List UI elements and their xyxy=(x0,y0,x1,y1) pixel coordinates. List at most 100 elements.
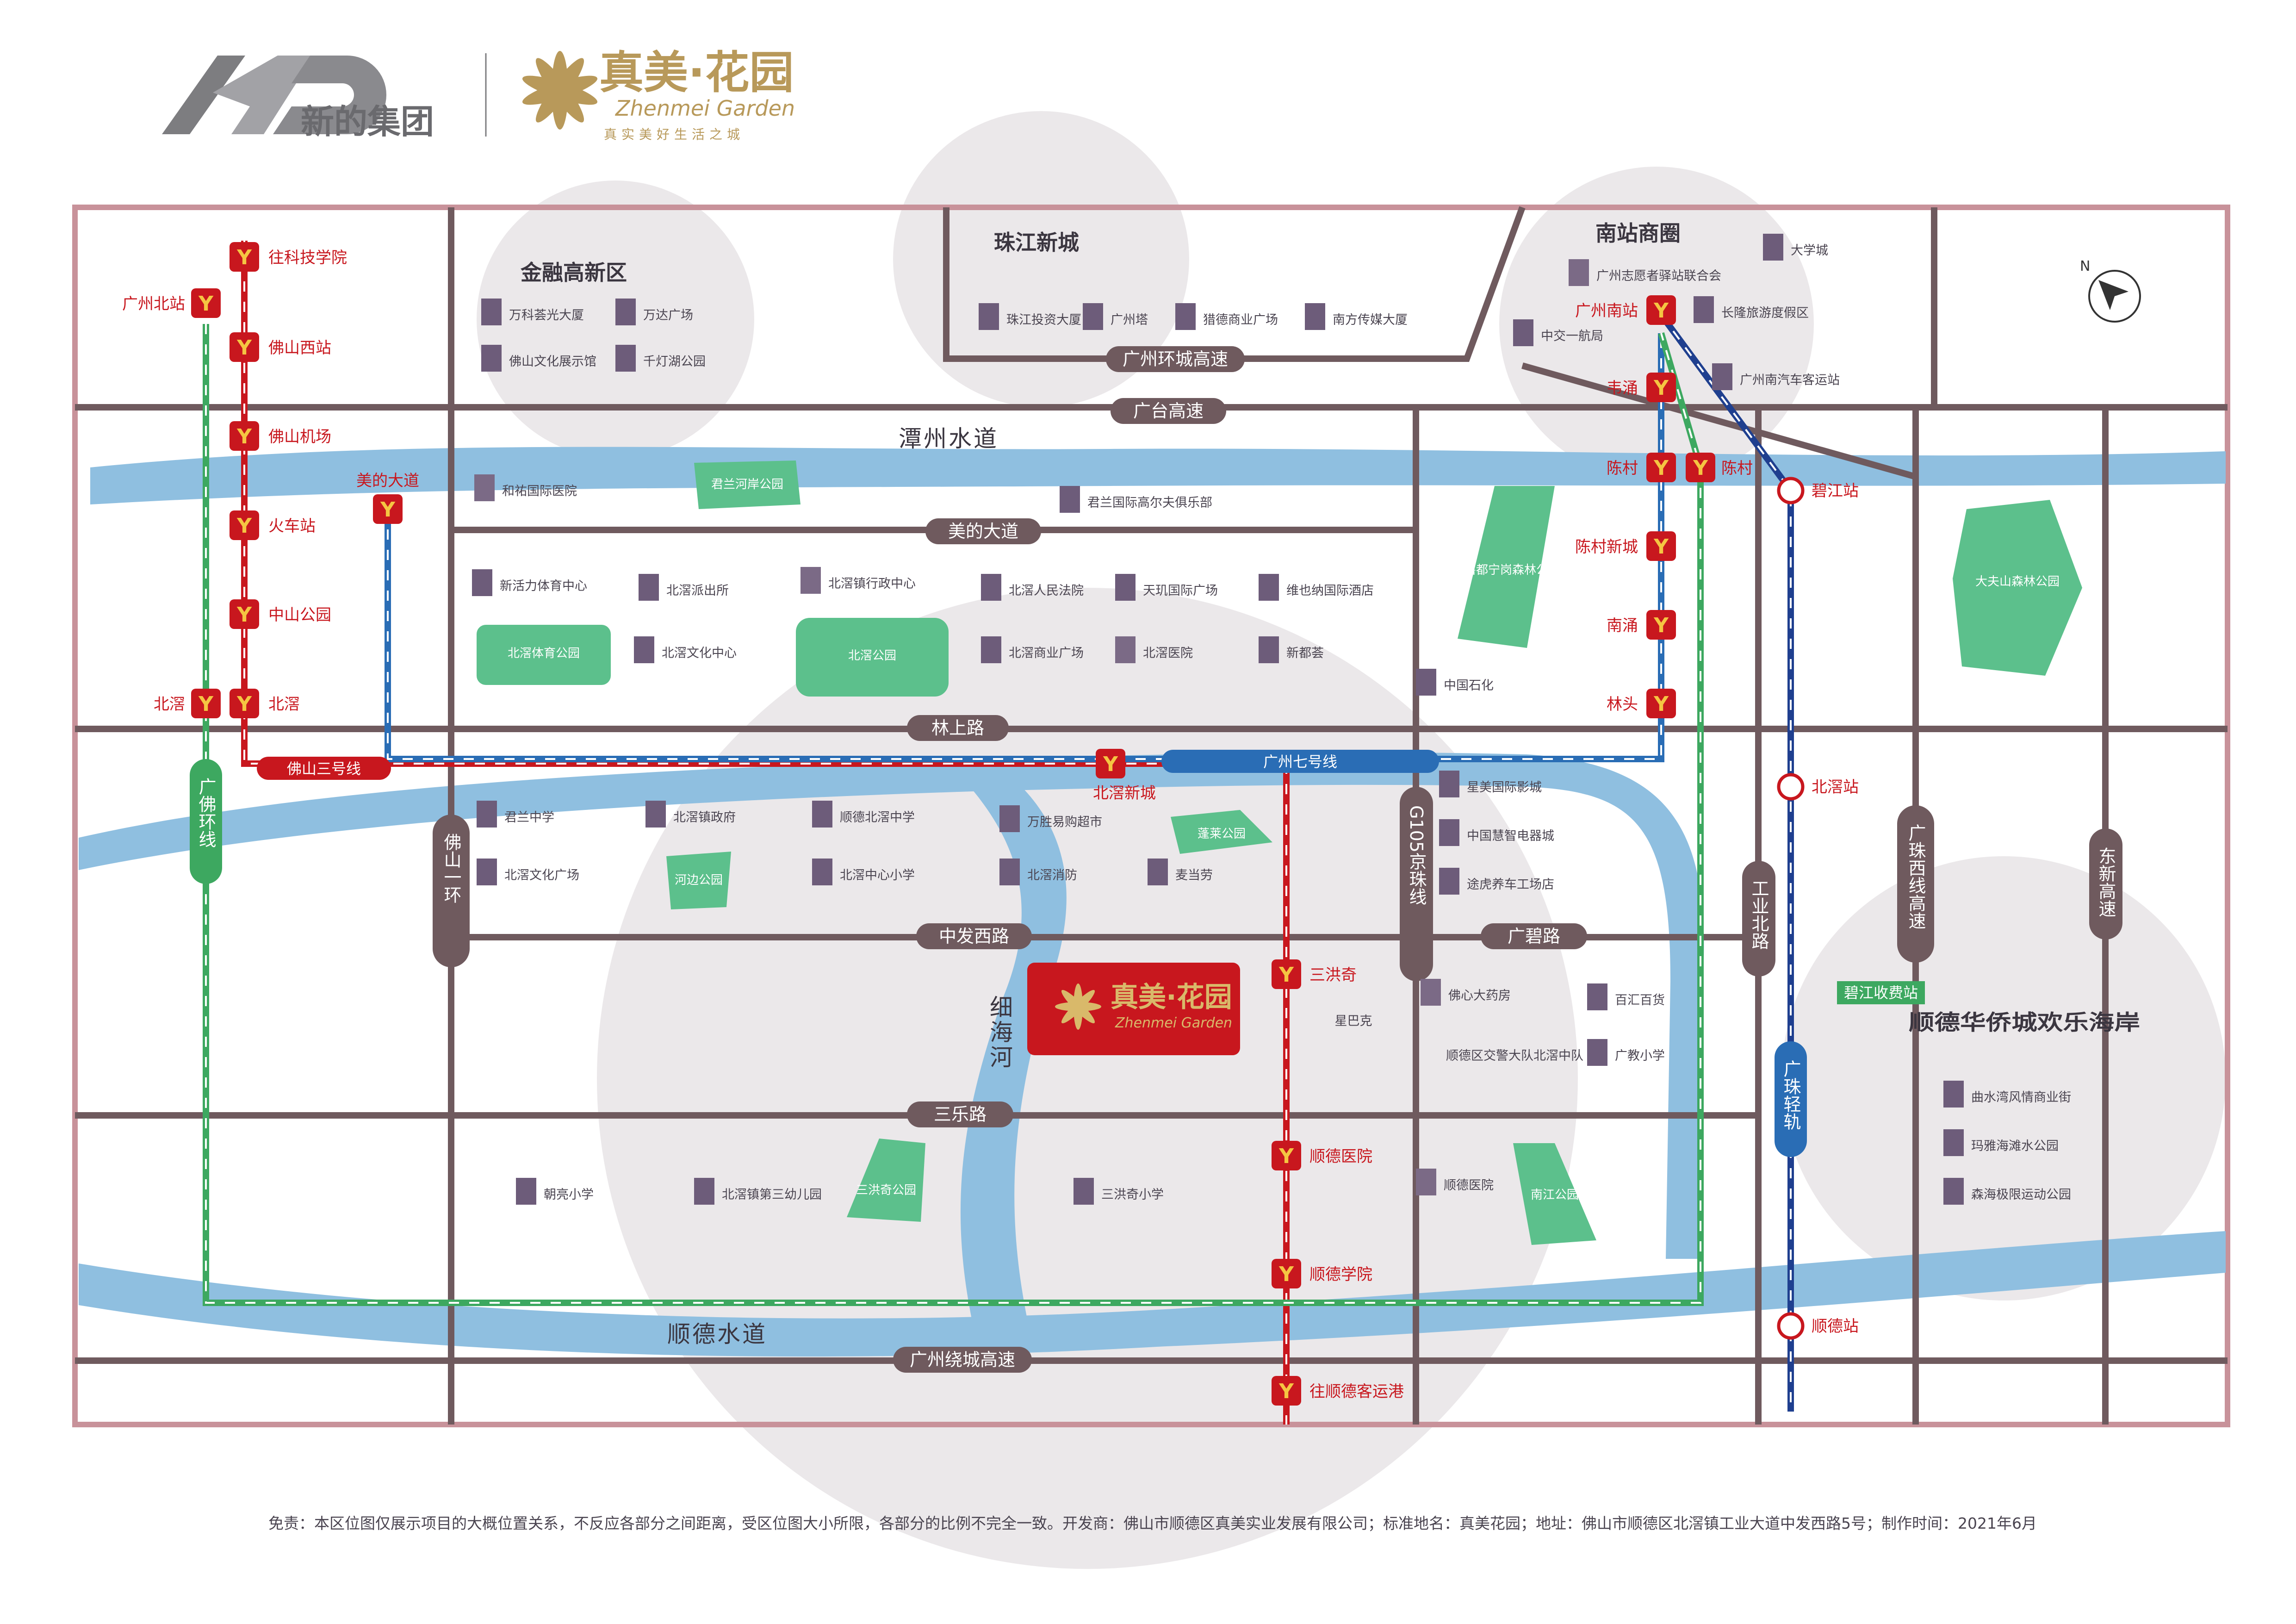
road-linshang: 林上路 xyxy=(931,718,984,738)
svg-text:N: N xyxy=(2080,258,2090,274)
metro-station-label: 南涌 xyxy=(1607,616,1638,635)
hospital-icon xyxy=(1115,636,1136,663)
tiyu-park-shape xyxy=(477,625,611,685)
metro-icon xyxy=(1646,373,1676,402)
metro-glyph: Y xyxy=(380,498,396,522)
metro-glyph: Y xyxy=(1653,376,1669,400)
area-finance: 金融高新区 xyxy=(520,260,627,285)
park-dushining: 北滘都宁岗森林公园 xyxy=(1452,563,1560,577)
metro-station-label: 佛山西站 xyxy=(268,339,331,357)
building-icon xyxy=(981,574,1001,601)
hebian-park-shape xyxy=(666,852,731,909)
metro-icon xyxy=(1646,610,1676,640)
building-icon xyxy=(999,805,1020,832)
rail-icon xyxy=(1777,1312,1805,1340)
project-marker: 真美·花园 Zhenmei Garden xyxy=(1027,963,1240,1055)
metro-glyph: Y xyxy=(198,692,214,716)
poi-junlanzx: 君兰中学 xyxy=(504,810,554,825)
road-labels: 广州环城高速 广台高速 美的大道 林上路 中发西路 三乐路 广州绕城高速 广碧路… xyxy=(190,346,2122,1373)
road-meide: 美的大道 xyxy=(948,521,1018,541)
poi-xingzheng: 北滘镇行政中心 xyxy=(828,577,916,591)
building-icon xyxy=(1439,819,1459,846)
hospital-icon xyxy=(1569,259,1589,286)
metro-station-label: 韦涌 xyxy=(1607,379,1638,398)
dongxin-pill xyxy=(2089,828,2122,940)
metro-glyph: Y xyxy=(236,692,252,716)
poi-bjshangye: 北滘商业广场 xyxy=(1009,646,1084,660)
metro-icon xyxy=(1646,689,1676,718)
building-icon xyxy=(615,299,636,325)
disclaimer: 免责：本区位图仅展示项目的大概位置关系，不反应各部分之间距离，受区位图大小所限，… xyxy=(268,1514,2037,1532)
metro-icon xyxy=(1272,1376,1301,1406)
metro-glyph: Y xyxy=(198,292,214,316)
poi-junlangolf: 君兰国际高尔夫俱乐部 xyxy=(1087,496,1212,510)
metro-icon xyxy=(191,288,221,318)
building-icon xyxy=(1943,1081,1964,1108)
poi-zhengfu: 北滘镇政府 xyxy=(673,810,736,825)
building-icon xyxy=(615,345,636,372)
rail-station-label: 顺德站 xyxy=(1812,1317,1859,1336)
building-icon xyxy=(1943,1178,1964,1205)
toll-station: 碧江收费站 xyxy=(1844,984,1918,1002)
building-icon xyxy=(639,574,659,601)
poi-wenhuagc: 北滘文化广场 xyxy=(504,868,579,883)
light-rail-pill xyxy=(1775,1041,1807,1157)
poi-senhai: 森海极限运动公园 xyxy=(1971,1188,2071,1202)
park-hebianpark: 河边公园 xyxy=(675,873,723,887)
vertical-road-label: 广珠西线高速 xyxy=(1905,824,1926,929)
metro-icon xyxy=(1272,959,1301,989)
building-icon xyxy=(1587,983,1607,1010)
shunde-waterway xyxy=(79,1231,2226,1357)
project-marker-name: 真美·花园 xyxy=(1111,981,1232,1014)
building-icon xyxy=(1694,296,1714,323)
building-icon xyxy=(1943,1129,1964,1156)
poi-wenhuazhan: 佛山文化展示馆 xyxy=(509,355,596,369)
building-icon xyxy=(1305,303,1325,330)
vertical-road-label: G105京珠线 xyxy=(1406,805,1427,905)
metro-station-label: 北滘新城 xyxy=(1093,784,1156,803)
metro-station-label: 美的大道 xyxy=(356,472,419,490)
poi-shxiaoxue: 三洪奇小学 xyxy=(1101,1188,1164,1202)
project-en: Zhenmei Garden xyxy=(614,96,795,121)
company-name: 新的集团 xyxy=(301,102,434,141)
metro-station-label: 中山公园 xyxy=(268,606,331,624)
poi-wanda: 万达广场 xyxy=(643,308,693,323)
hospital-icon xyxy=(1421,979,1441,1006)
school-icon xyxy=(812,859,832,885)
metro-icon xyxy=(1272,1259,1301,1288)
poi-zhujiangtou: 珠江投资大厦 xyxy=(1006,313,1081,327)
poi-xinhuoli: 新活力体育中心 xyxy=(500,579,587,593)
metro-station-label: 顺德医院 xyxy=(1309,1147,1372,1166)
poi-tuhu: 途虎养车工场店 xyxy=(1467,877,1554,892)
poi-changlong: 长隆旅游度假区 xyxy=(1721,306,1809,320)
junlan-park-shape xyxy=(694,460,800,509)
metro-station-label: 陈村新城 xyxy=(1575,538,1638,556)
metro-station-label: 陈村 xyxy=(1607,459,1638,478)
hospital-icon xyxy=(1416,1169,1436,1195)
road-huancheng: 广州环城高速 xyxy=(1123,349,1228,369)
poi-xingmei: 星美国际影城 xyxy=(1467,780,1542,795)
metro-icon xyxy=(230,332,259,362)
poi-bjxiaoxue: 北滘中心小学 xyxy=(840,868,915,883)
project-logo: 真美·花园 Zhenmei Garden 真实美好生活之城 xyxy=(481,35,814,155)
building-icon xyxy=(999,859,1020,885)
poi-daxue: 大学城 xyxy=(1791,243,1828,258)
metro-icon xyxy=(230,599,259,629)
metro-glyph: Y xyxy=(1278,1380,1294,1403)
poi-wenhuazx: 北滘文化中心 xyxy=(662,646,737,660)
metro-glyph: Y xyxy=(1653,456,1669,480)
metro-glyph: Y xyxy=(1278,963,1294,987)
metro-station-label: 北滘 xyxy=(268,695,300,714)
metro-station-label: 陈村 xyxy=(1721,459,1753,478)
poi-mcd: 麦当劳 xyxy=(1175,868,1213,883)
area-south-station: 南站商圈 xyxy=(1595,221,1681,246)
poi-sdyy_poi: 顺德医院 xyxy=(1444,1178,1494,1193)
school-icon xyxy=(1074,1178,1094,1205)
building-icon xyxy=(477,859,497,885)
park-shpark: 三洪奇公园 xyxy=(856,1183,916,1197)
metro-icon xyxy=(1646,531,1676,561)
poi-bjyiyuan: 北滘医院 xyxy=(1143,646,1193,660)
metro-glyph: Y xyxy=(236,336,252,360)
building-icon xyxy=(1587,1039,1607,1066)
